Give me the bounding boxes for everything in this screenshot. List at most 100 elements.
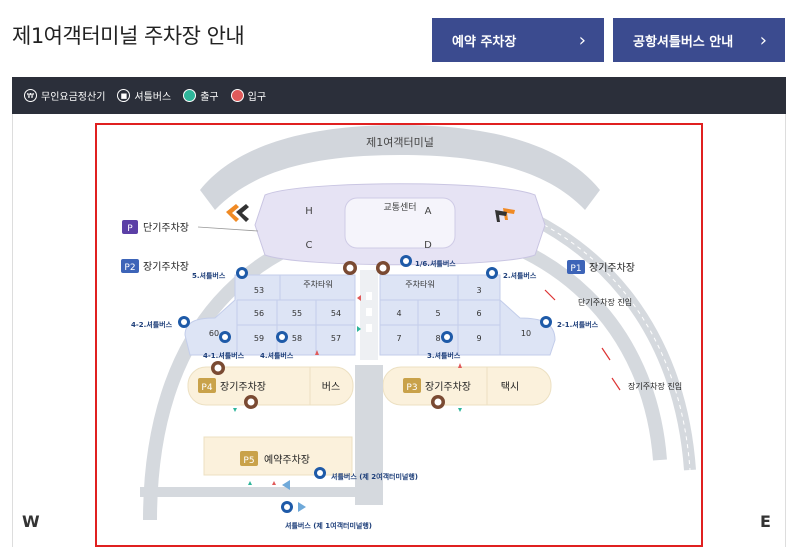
exit-marker [357,326,361,332]
p5-badge: P5 [243,456,254,466]
entrance-marker [458,363,462,368]
lot-7: 7 [396,334,401,343]
exit-marker [458,408,462,412]
short-entry-label: 단기주차장 진입 [578,297,632,307]
shuttle-info-button[interactable]: 공항셔틀버스 안내 › [613,18,785,62]
legend-item-entrance: ▲ 입구 [230,88,267,103]
shuttle-to-t2-label: 셔틀버스 (제 2여객터미널행) [331,472,418,481]
page-title: 제1여객터미널 주차장 안내 [12,24,245,48]
lot-59: 59 [254,334,264,343]
shuttle-2-label: 2.셔틀버스 [503,271,537,280]
shuttle-3-label: 3.셔틀버스 [427,351,461,360]
chevron-right-icon: › [578,29,586,51]
lot-5: 5 [435,309,440,318]
parking-tower-right: 주차타워 [405,280,434,289]
p1-label[interactable]: 장기주차장 [589,262,635,274]
bus-icon[interactable] [486,267,498,279]
p-badge: P [127,224,133,234]
shuttle-16-label: 1/6.셔틀버스 [415,259,456,268]
chevron-right-icon: › [759,29,767,51]
bus-icon[interactable] [178,316,190,328]
lot-10: 10 [521,329,531,338]
zone-c: C [306,240,313,251]
meter-icon[interactable] [376,261,390,275]
transport-center-label: 교통센터 [383,202,416,213]
reserve-parking-label: 예약 주차장 [452,34,517,50]
entrance-marker [357,295,361,301]
p4-parking-lot[interactable] [187,366,354,406]
highlight-frame [95,123,703,547]
lot-4: 4 [396,309,401,318]
lot-9: 9 [476,334,481,343]
lot-60: 60 [209,329,219,338]
p2-label[interactable]: 장기주차장 [143,261,189,273]
shuttle-to-t1-label: 셔틀버스 (제 1여객터미널행) [285,521,372,530]
p2-badge: P2 [124,263,135,273]
lot-3: 3 [476,286,481,295]
exit-icon: ▲ [183,89,197,102]
map-legend: ₩ 무인요금정산기 ■ 셔틀버스 ▲ 출구 ▲ 입구 [12,77,786,114]
bus-icon: ■ [117,89,131,102]
p5-parking-lot[interactable] [203,436,353,476]
p4-badge: P4 [201,383,212,393]
lot-8: 8 [435,334,440,343]
legend-item-meter: ₩ 무인요금정산기 [24,88,105,103]
lot-58: 58 [292,334,302,343]
arrow-left-icon [282,480,290,490]
bus-icon[interactable] [540,316,552,328]
legend-label: 셔틀버스 [134,92,172,103]
lot-56: 56 [254,309,264,318]
p5-label: 예약주차장 [264,454,310,466]
lot-6: 6 [476,309,481,318]
entrance-icon: ▲ [230,89,244,102]
p3-label: 장기주차장 [425,381,471,393]
legend-item-bus: ■ 셔틀버스 [117,88,171,103]
meter-icon[interactable] [431,395,445,409]
p3-badge: P3 [406,383,417,393]
meter-icon[interactable] [343,261,357,275]
arrow-right-icon [298,502,306,512]
compass-west: W [22,512,40,531]
legend-label: 무인요금정산기 [41,92,106,103]
bus-icon[interactable] [441,331,453,343]
entrance-chevron-icon [226,204,239,222]
legend-item-exit: ▲ 출구 [183,88,219,103]
bus-icon[interactable] [314,467,326,479]
bus-icon[interactable] [400,255,412,267]
p4-label: 장기주차장 [220,381,266,393]
shuttle-info-label: 공항셔틀버스 안내 [633,34,734,50]
exit-marker [233,408,237,412]
meter-icon[interactable] [244,395,258,409]
exit-chevron-icon [503,208,515,220]
terminal-building [200,125,600,210]
p1-badge: P1 [570,264,581,274]
bus-icon[interactable] [281,501,293,513]
shuttle-41-label: 4-1.셔틀버스 [203,351,245,360]
bus-icon[interactable] [236,267,248,279]
bus-icon[interactable] [219,331,231,343]
shuttle-5-label: 5.셔틀버스 [192,271,226,280]
entrance-marker [272,481,276,485]
taxi-area-label: 택시 [501,381,519,393]
legend-label: 입구 [247,92,267,103]
lot-53: 53 [254,286,264,295]
long-entry-label: 장기주차장 진입 [628,381,682,391]
terminal-label: 제1여객터미널 [366,136,434,149]
shuttle-42-label: 4-2.셔틀버스 [131,320,173,329]
meter-icon: ₩ [24,89,37,102]
parking-tower-left: 주차타워 [303,280,332,289]
meter-icon[interactable] [211,361,225,375]
bus-area-label: 버스 [322,381,340,393]
reserve-parking-button[interactable]: 예약 주차장 › [432,18,604,62]
shuttle-4-label: 4.셔틀버스 [260,351,294,360]
zone-d: D [424,240,432,251]
lot-55: 55 [292,309,302,318]
exit-marker [248,481,252,485]
shuttle-21-label: 2-1.셔틀버스 [557,320,599,329]
zone-a: A [425,206,432,217]
lot-57: 57 [331,334,341,343]
p-short-label[interactable]: 단기주차장 [143,222,189,234]
lot-54: 54 [331,309,341,318]
bus-icon[interactable] [276,331,288,343]
